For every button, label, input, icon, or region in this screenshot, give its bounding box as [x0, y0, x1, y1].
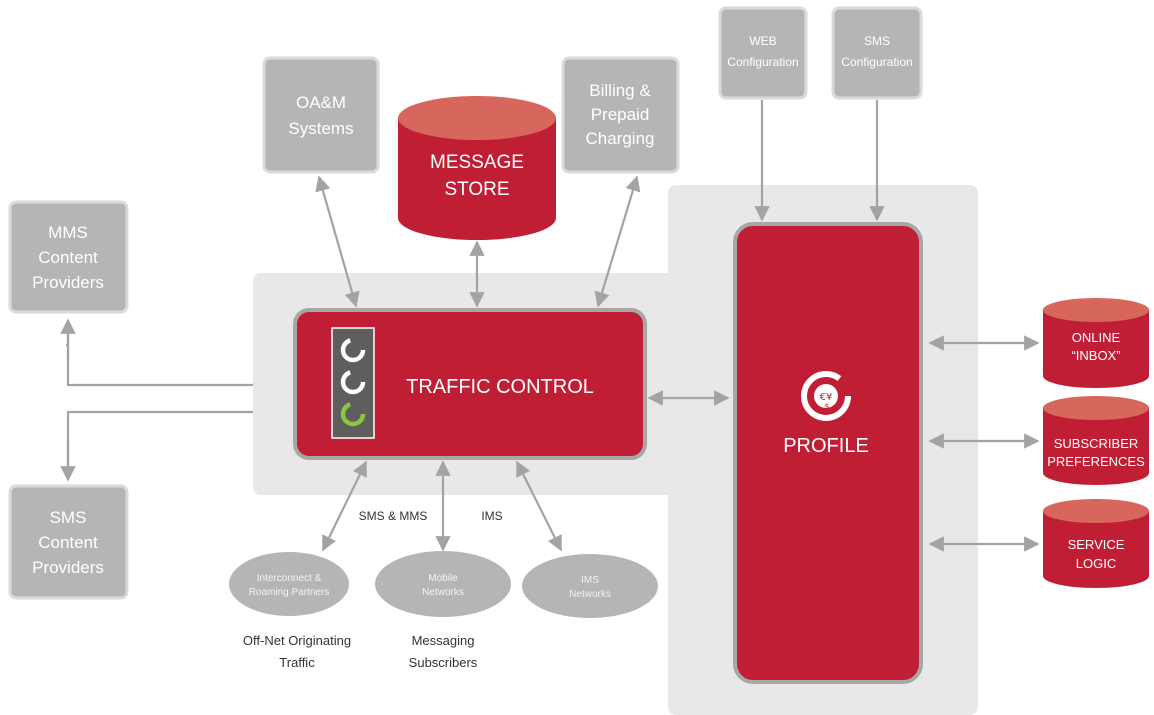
mobile-networks-ellipse: Mobile Networks — [375, 551, 511, 617]
sms-providers-line3: Providers — [32, 558, 104, 577]
online-inbox-line1: ONLINE — [1072, 330, 1121, 345]
message-store-line2: STORE — [444, 179, 509, 200]
billing-box: Billing & Prepaid Charging — [561, 56, 680, 174]
profile-box: €¥ $ PROFILE — [733, 222, 923, 684]
sms-providers-line2: Content — [38, 533, 98, 552]
sms-providers-box: SMS Content Providers — [8, 484, 129, 600]
message-store-line1: MESSAGE — [430, 152, 524, 173]
profile-label: PROFILE — [783, 435, 869, 457]
interconnect-line1: Interconnect & — [257, 573, 322, 584]
sms-providers-line1: SMS — [50, 508, 87, 527]
mms-providers-line3: Providers — [32, 273, 104, 292]
off-net-line2: Traffic — [279, 655, 315, 670]
web-config-box: WEB Configuration — [718, 6, 808, 100]
ims-networks-line2: Networks — [569, 589, 611, 600]
svg-text:€¥: €¥ — [820, 392, 833, 403]
subscriber-prefs-line2: PREFERENCES — [1047, 454, 1145, 469]
mms-providers-line2: Content — [38, 248, 98, 267]
subscriber-preferences-cylinder: SUBSCRIBER PREFERENCES — [1043, 396, 1149, 485]
traffic-control-label: TRAFFIC CONTROL — [406, 376, 594, 398]
mms-providers-box: MMS Content Providers — [8, 200, 129, 314]
off-net-line1: Off-Net Originating — [243, 633, 351, 648]
billing-line3: Charging — [586, 129, 655, 148]
interconnect-ellipse: Interconnect & Roaming Partners — [229, 552, 349, 616]
billing-line2: Prepaid — [591, 105, 650, 124]
subscriber-prefs-line1: SUBSCRIBER — [1054, 436, 1139, 451]
sms-mms-label: SMS & MMS — [359, 509, 428, 523]
messaging-subscribers-line1: Messaging — [412, 633, 475, 648]
annotations: SMS & MMS IMS Off-Net Originating Traffi… — [243, 509, 503, 670]
connector-lines — [66, 320, 253, 478]
sms-config-line1: SMS — [864, 34, 890, 48]
sms-config-line2: Configuration — [841, 55, 912, 69]
online-inbox-line2: “INBOX” — [1071, 348, 1120, 363]
message-store-cylinder: MESSAGE STORE — [398, 96, 556, 240]
oam-line1: OA&M — [296, 93, 346, 112]
mobile-networks-line2: Networks — [422, 587, 464, 598]
billing-line1: Billing & — [589, 81, 651, 100]
sms-config-box: SMS Configuration — [831, 6, 923, 100]
arrows — [60, 100, 1040, 552]
web-config-line2: Configuration — [727, 55, 798, 69]
interconnect-line2: Roaming Partners — [249, 587, 330, 598]
web-config-line1: WEB — [749, 34, 776, 48]
traffic-control-box: TRAFFIC CONTROL — [293, 308, 647, 460]
service-logic-line1: SERVICE — [1068, 537, 1125, 552]
messaging-subscribers-line2: Subscribers — [409, 655, 478, 670]
ims-networks-ellipse: IMS Networks — [522, 554, 658, 618]
mms-providers-line1: MMS — [48, 223, 88, 242]
oam-systems-box: OA&M Systems — [262, 56, 380, 174]
service-logic-line2: LOGIC — [1076, 556, 1116, 571]
online-inbox-cylinder: ONLINE “INBOX” — [1043, 298, 1149, 388]
traffic-control-logo-icon — [331, 327, 375, 439]
currency-icon: €¥ $ — [801, 371, 851, 421]
service-logic-cylinder: SERVICE LOGIC — [1043, 499, 1149, 588]
mobile-networks-line1: Mobile — [428, 573, 458, 584]
ims-label: IMS — [481, 509, 502, 523]
ims-networks-line1: IMS — [581, 575, 599, 586]
svg-text:$: $ — [824, 402, 829, 411]
oam-line2: Systems — [288, 119, 353, 138]
